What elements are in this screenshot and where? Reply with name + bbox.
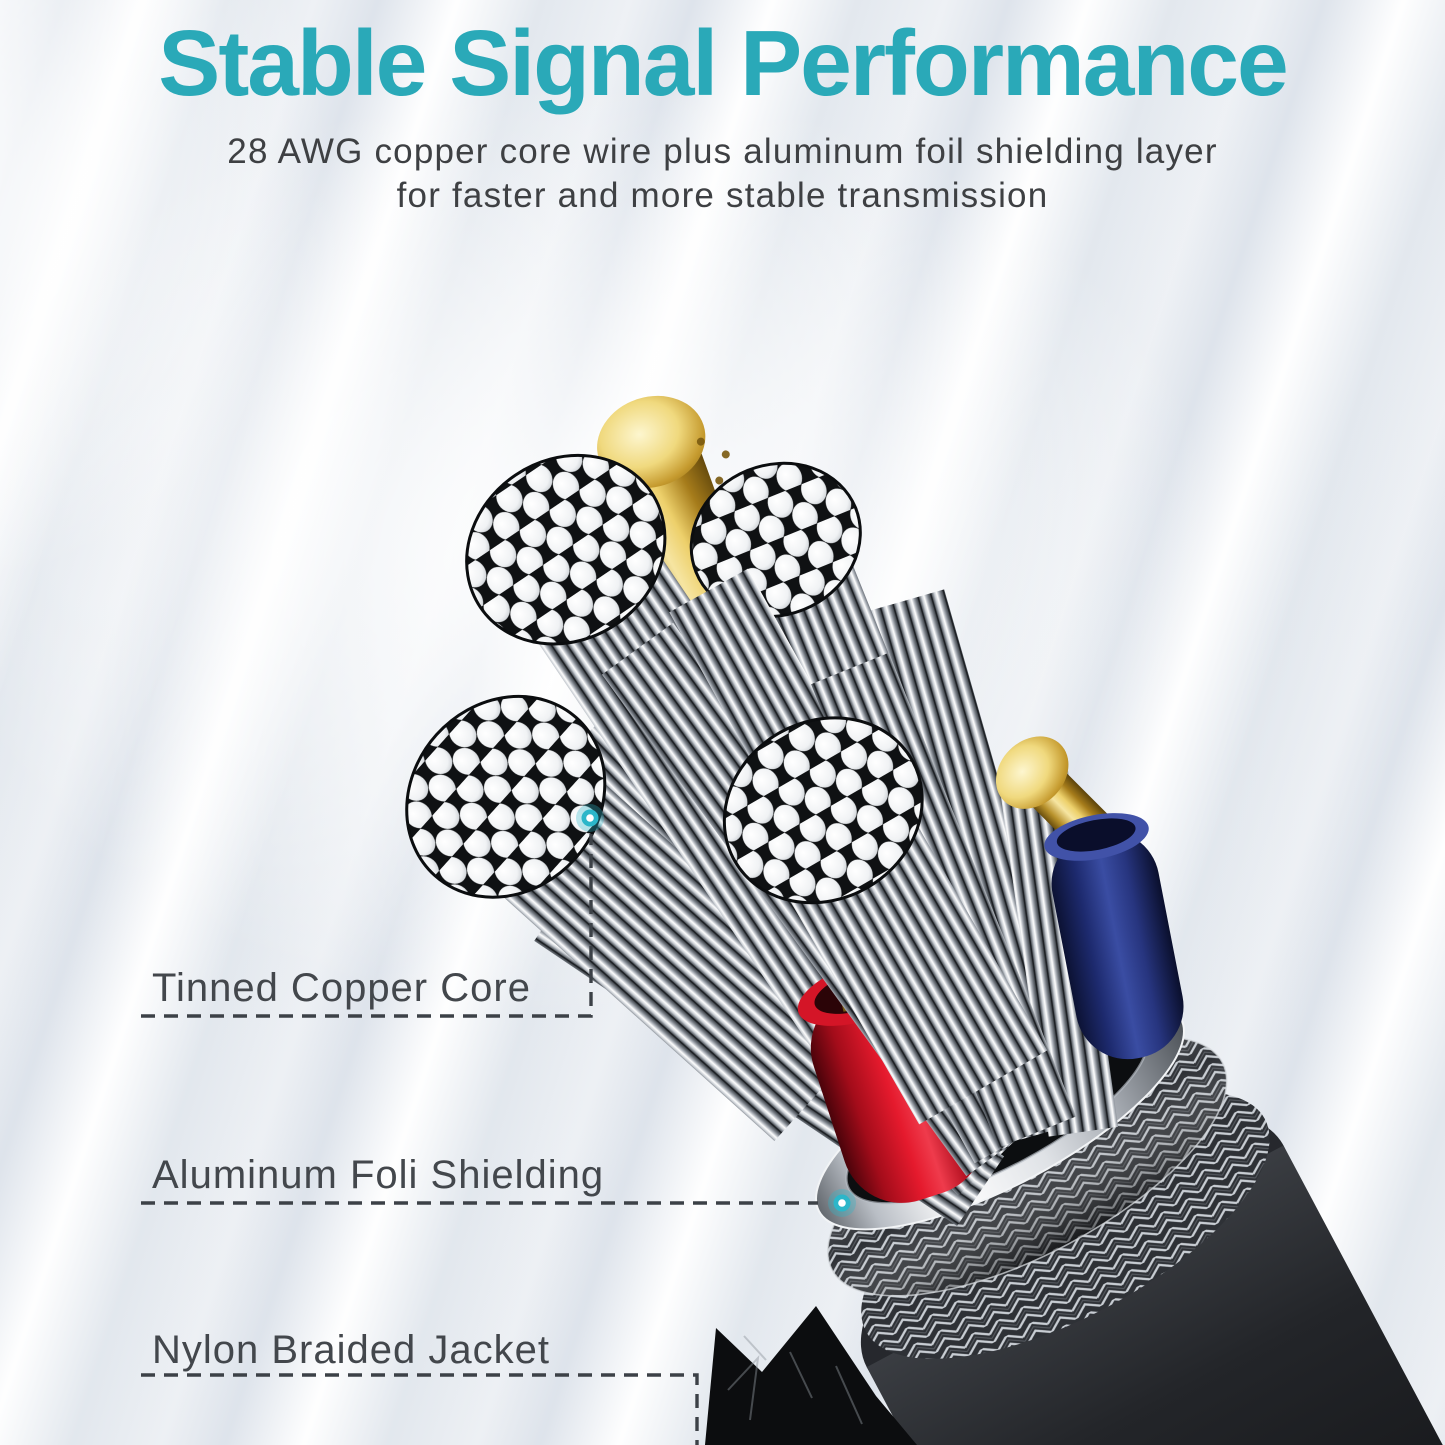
subtitle-line-2: for faster and more stable transmission bbox=[396, 176, 1049, 215]
leader-line-nylon-braided-jacket bbox=[141, 1373, 699, 1445]
callout-label-aluminum-foil-shielding: Aluminum Foli Shielding bbox=[152, 1153, 605, 1197]
leader-line-tinned-copper-core bbox=[141, 834, 593, 1018]
marker-dot-aluminum-foil-icon bbox=[828, 1189, 856, 1217]
subtitle-line-1: 28 AWG copper core wire plus aluminum fo… bbox=[227, 132, 1218, 171]
callout-label-tinned-copper-core: Tinned Copper Core bbox=[152, 966, 531, 1010]
page-title: Stable Signal Performance bbox=[158, 11, 1288, 115]
marker-dot-tinned-copper-icon bbox=[576, 804, 604, 832]
strand-bundle-center bbox=[722, 716, 1048, 1125]
page-subtitle: 28 AWG copper core wire plus aluminum fo… bbox=[0, 130, 1445, 218]
strand-bundle-midleft bbox=[405, 694, 877, 1141]
callout-label-nylon-braided-jacket: Nylon Braided Jacket bbox=[152, 1328, 550, 1372]
leader-lines bbox=[141, 834, 818, 1445]
cable-body bbox=[405, 395, 1445, 1445]
peeled-jacket-foil bbox=[705, 1306, 917, 1445]
blue-insulated-wire bbox=[995, 736, 1184, 1060]
